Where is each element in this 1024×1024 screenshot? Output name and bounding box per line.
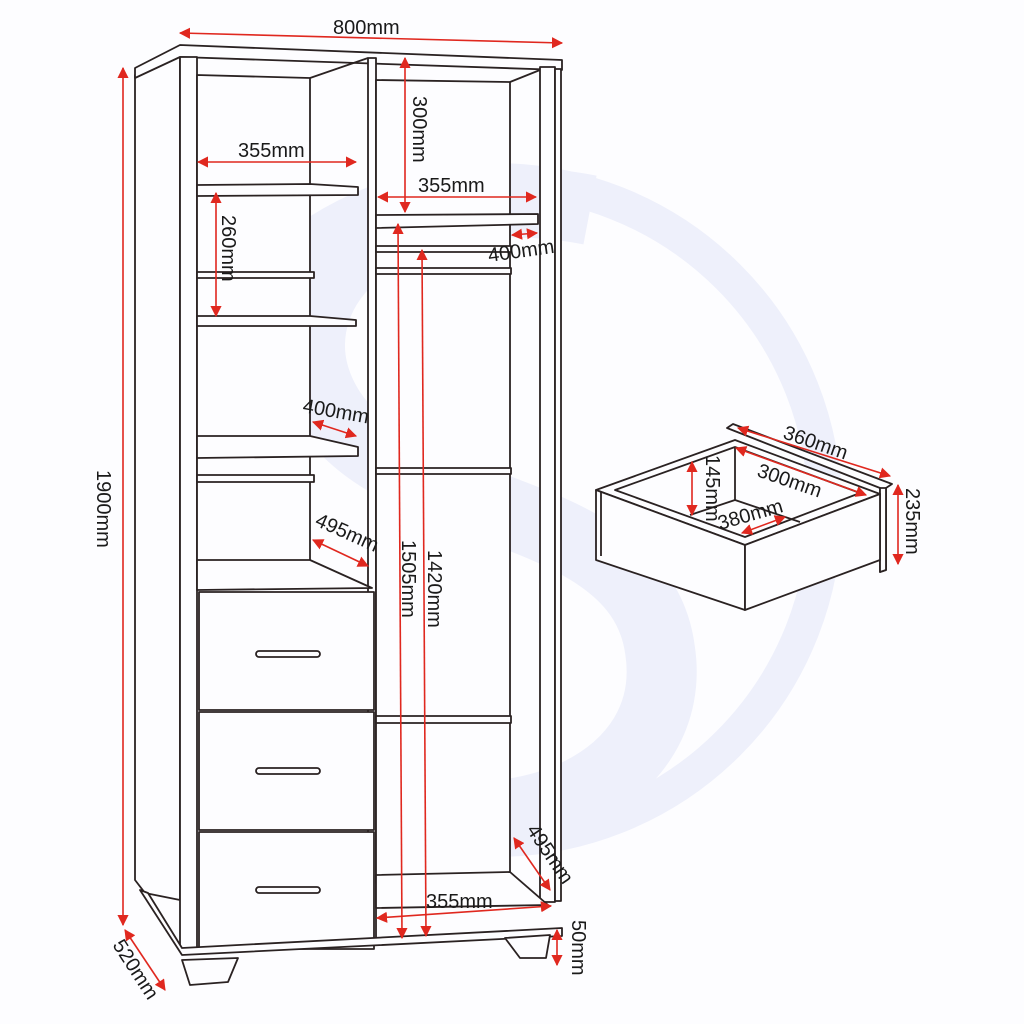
label-overall-height: 1900mm (92, 470, 114, 548)
label-right-interior-height-outer: 1505mm (397, 540, 419, 618)
drawer-front-2 (198, 711, 375, 831)
label-right-interior-height-inner: 1420mm (423, 550, 445, 628)
label-left-shelf-spacing: 260mm (217, 215, 239, 282)
label-left-top-shelf-width: 355mm (238, 140, 305, 162)
wardrobe-drawing (134, 44, 563, 986)
label-drawer-inner-height: 145mm (701, 455, 723, 522)
drawer-front-3 (198, 831, 375, 950)
drawer-handle-icon (255, 767, 321, 775)
drawer-handle-icon (255, 886, 321, 894)
label-right-bottom-width: 355mm (426, 891, 493, 913)
drawer-handle-icon (255, 650, 321, 658)
label-leg-height: 50mm (567, 920, 589, 976)
label-drawer-front-height: 235mm (901, 488, 923, 555)
label-overall-width: 800mm (333, 17, 400, 39)
label-right-top-shelf-width: 355mm (418, 175, 485, 197)
drawer-front-1 (198, 591, 375, 711)
label-top-space-height: 300mm (408, 96, 430, 163)
dimension-lines (117, 27, 904, 991)
